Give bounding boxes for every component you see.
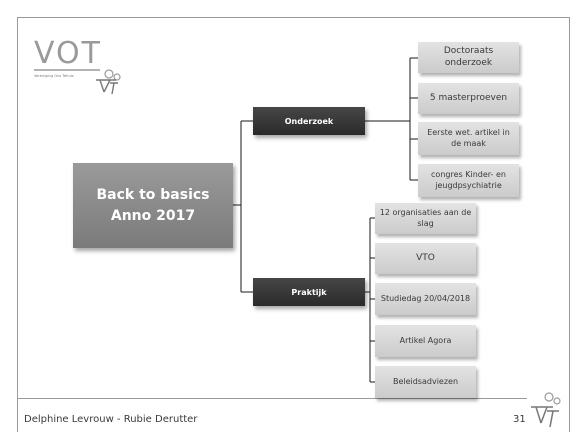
branch-label: Praktijk xyxy=(291,287,327,297)
leaf-label: Artikel Agora xyxy=(399,335,452,345)
leaf-studiedag: Studiedag 20/04/2018 xyxy=(375,283,476,315)
logo-letters: VOT xyxy=(34,36,102,71)
page-number: 31 xyxy=(513,414,526,425)
leaf-label: congres Kinder- en jeugdpsychiatrie xyxy=(431,170,506,190)
leaf-label: VTO xyxy=(416,252,435,263)
leaf-artikel-agora: Artikel Agora xyxy=(375,325,476,357)
main-title-line1: Back to basics xyxy=(96,187,210,204)
leaf-label: Beleidsadviezen xyxy=(392,376,459,386)
main-title-line2: Anno 2017 xyxy=(110,207,196,224)
leaf-organisaties: 12 organisaties aan de slag xyxy=(375,203,476,234)
logo-tagline: Vereniging Ons Tehuis xyxy=(34,74,74,78)
branch-onderzoek: Onderzoek xyxy=(253,107,365,135)
leaf-label: Doctoraats onderzoek xyxy=(443,45,494,68)
branch-praktijk: Praktijk xyxy=(253,278,365,306)
leaf-label: 5 masterproeven xyxy=(429,92,508,103)
leaf-doctoraats-onderzoek: Doctoraats onderzoek xyxy=(418,42,519,73)
leaf-label: Studiedag 20/04/2018 xyxy=(380,293,471,303)
leaf-congres: congres Kinder- en jeugdpsychiatrie xyxy=(418,164,519,197)
leaf-label: Eerste wet. artikel in de maak xyxy=(427,128,510,148)
leaf-label: 12 organisaties aan de slag xyxy=(379,208,472,228)
footer-authors: Delphine Levrouw - Rubie Derutter xyxy=(24,414,198,425)
main-topic-box: Back to basics Anno 2017 xyxy=(73,163,233,248)
leaf-beleidsadviezen: Beleidsadviezen xyxy=(375,366,476,398)
footer-divider xyxy=(17,398,527,399)
slide-frame xyxy=(17,17,570,432)
vot-logo: VOT Vereniging Ons Tehuis xyxy=(34,36,121,95)
leaf-vto: VTO xyxy=(375,243,476,274)
leaf-masterproeven: 5 masterproeven xyxy=(418,83,519,114)
branch-label: Onderzoek xyxy=(284,116,334,126)
vot-footer-logo-icon xyxy=(531,392,561,428)
leaf-eerste-artikel: Eerste wet. artikel in de maak xyxy=(418,122,519,155)
